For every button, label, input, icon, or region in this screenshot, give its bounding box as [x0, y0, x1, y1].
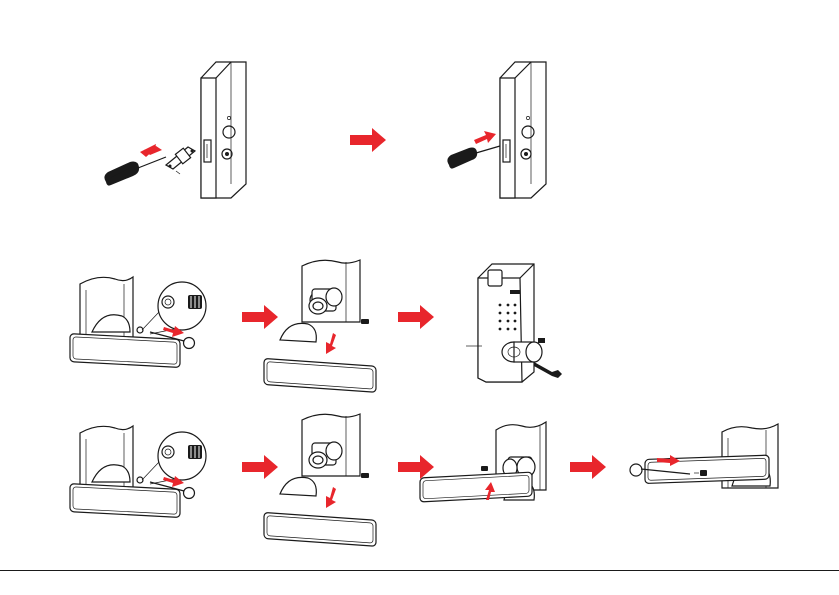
panel-pin-reinsert: [630, 424, 778, 488]
lever-handle-icon: [420, 472, 534, 502]
panel-lever-pin-tool: [70, 277, 206, 367]
step-arrow: [242, 455, 278, 479]
panel-lever-flipped: [420, 422, 546, 502]
arrow-down: [326, 487, 336, 508]
footer-divider: [0, 570, 839, 571]
door-panel-icon: [500, 62, 546, 198]
screwdriver-icon: [447, 146, 500, 169]
screw: [361, 473, 369, 478]
panel-lever-removed-2: [264, 414, 376, 546]
arrow-down: [326, 333, 336, 354]
lever-handle-icon: [264, 323, 376, 392]
panel-lever-pin-tool-2: [70, 426, 206, 517]
step-arrow: [398, 305, 434, 329]
panel-keypad-lock: [466, 264, 562, 382]
screw: [481, 466, 488, 471]
zoom-callout: [137, 432, 206, 484]
key-icon: [534, 362, 562, 378]
step-arrow: [398, 455, 434, 479]
step-arrow: [242, 305, 278, 329]
lever-handle-icon: [264, 477, 376, 546]
panel-lever-removed: [264, 260, 376, 392]
arrow-out: [140, 144, 162, 157]
keypad-lock-icon: [466, 264, 534, 382]
panel-door-edge-screw: [447, 62, 546, 198]
door-panel-icon: [201, 62, 246, 198]
arrow-in: [474, 131, 496, 144]
screwdriver-icon: [104, 157, 166, 186]
panel-door-edge-unscrew: [104, 62, 246, 198]
screw: [361, 319, 369, 324]
zoom-callout: [137, 282, 206, 334]
step-arrow: [570, 455, 606, 479]
step-arrow: [350, 128, 386, 152]
faceplate: [166, 147, 195, 174]
screw: [700, 470, 707, 476]
